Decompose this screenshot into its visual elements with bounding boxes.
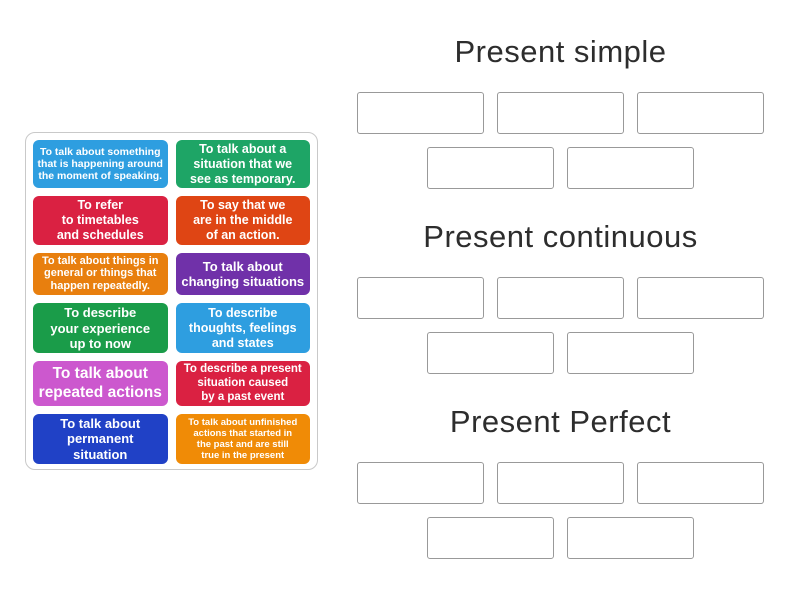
card-tray: To talk about something that is happenin… bbox=[25, 132, 318, 470]
answer-card[interactable]: To talk about permanent situation bbox=[33, 414, 168, 465]
drop-slot[interactable] bbox=[427, 517, 554, 559]
drop-slot[interactable] bbox=[637, 462, 764, 504]
drop-slot[interactable] bbox=[427, 147, 554, 189]
answer-card[interactable]: To say that we are in the middle of an a… bbox=[175, 196, 310, 245]
answer-card[interactable]: To talk about unfinished actions that st… bbox=[175, 414, 310, 465]
answer-card[interactable]: To describe a present situation caused b… bbox=[175, 361, 310, 407]
groups-area: Present simple Present continuous bbox=[338, 0, 783, 600]
drop-slot[interactable] bbox=[567, 147, 694, 189]
slot-row bbox=[338, 92, 783, 134]
answer-card[interactable]: To talk about something that is happenin… bbox=[33, 140, 168, 189]
drop-slot[interactable] bbox=[427, 332, 554, 374]
drop-slot[interactable] bbox=[497, 277, 624, 319]
group-present-simple: Present simple bbox=[338, 30, 783, 189]
drop-slot[interactable] bbox=[567, 332, 694, 374]
slot-row bbox=[338, 517, 783, 559]
drop-slot[interactable] bbox=[357, 462, 484, 504]
slot-row bbox=[338, 332, 783, 374]
group-title: Present simple bbox=[454, 34, 667, 69]
answer-card[interactable]: To talk about a situation that we see as… bbox=[175, 140, 310, 189]
drop-slot[interactable] bbox=[497, 462, 624, 504]
answer-card[interactable]: To refer to timetables and schedules bbox=[33, 196, 168, 245]
group-title: Present continuous bbox=[423, 219, 698, 254]
drop-slot[interactable] bbox=[357, 92, 484, 134]
answer-card[interactable]: To describe your experience up to now bbox=[33, 303, 168, 354]
drop-slot[interactable] bbox=[357, 277, 484, 319]
answer-card[interactable]: To talk about changing situations bbox=[175, 252, 310, 296]
answer-card[interactable]: To talk about things in general or thing… bbox=[33, 252, 168, 296]
answer-card[interactable]: To describe thoughts, feelings and state… bbox=[175, 303, 310, 354]
drop-slot[interactable] bbox=[567, 517, 694, 559]
group-present-continuous: Present continuous bbox=[338, 215, 783, 374]
answer-card[interactable]: To talk about repeated actions bbox=[33, 361, 168, 407]
drop-slot[interactable] bbox=[497, 92, 624, 134]
slot-row bbox=[338, 462, 783, 504]
slot-row bbox=[338, 277, 783, 319]
group-title: Present Perfect bbox=[449, 404, 672, 439]
slot-row bbox=[338, 147, 783, 189]
drop-slot[interactable] bbox=[637, 92, 764, 134]
drop-slot[interactable] bbox=[637, 277, 764, 319]
group-present-perfect: Present Perfect bbox=[338, 400, 783, 559]
